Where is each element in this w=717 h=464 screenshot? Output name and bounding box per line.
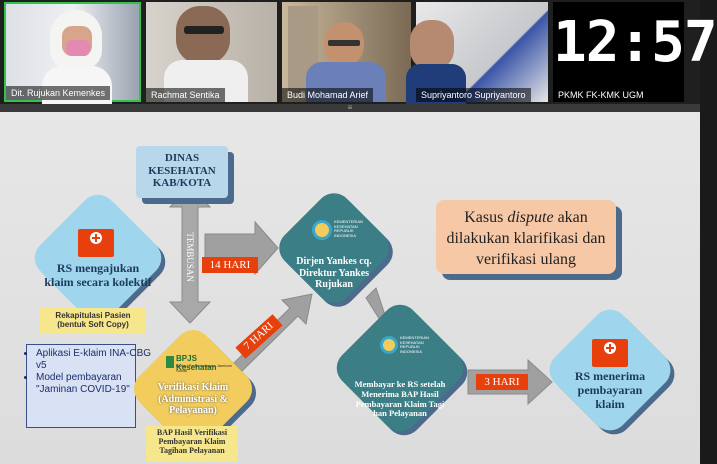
bap-verif-box (146, 426, 238, 462)
shared-slide: DINAS KESEHATAN KAB/KOTA TEMBUSAN RS men… (0, 112, 700, 464)
aplikasi-box (26, 344, 136, 428)
bpjs-logo-icon (166, 356, 174, 368)
participant-tile[interactable]: Supriyantoro Supriyantoro (406, 2, 548, 104)
rs-left-label: RS mengajukan klaim secara kolektif (44, 261, 152, 289)
verifikasi-label: Verifikasi Klaim (Administrasi & Pelayan… (157, 382, 229, 416)
participant-tile[interactable]: Budi Mohamad Arief (282, 2, 411, 102)
drag-handle-icon[interactable]: ≡ (347, 103, 353, 112)
bap-verif-label: BAP Hasil Verifikasi Pembayaran Klaim Ta… (156, 428, 228, 456)
participant-name: PKMK FK-KMK UGM (553, 88, 649, 102)
rekap-label: Rekapitulasi Pasien (bentuk Soft Copy) (55, 311, 131, 330)
participant-name: Budi Mohamad Arief (282, 88, 374, 102)
kemenkes-logo-icon-2 (380, 336, 398, 354)
bpjs-logo: BPJS Kesehatan (176, 354, 217, 373)
membayar-label: Membayar ke RS setelah Menerima BAP Hasi… (354, 379, 446, 419)
participant-name: Supriyantoro Supriyantoro (416, 88, 531, 102)
participant-tile[interactable]: 12:57 PKMK FK-KMK UGM (553, 2, 717, 102)
rekap-box (40, 308, 146, 334)
participant-video (406, 2, 548, 104)
participant-name: Dit. Rujukan Kemenkes (6, 86, 111, 100)
kasus-text-post: akan dilakukan klarifikasi dan verifikas… (446, 209, 606, 268)
kemenkes-logo-2: KEMENTERIAN KESEHATAN REPUBLIK INDONESIA (400, 335, 429, 354)
aplikasi-list: Aplikasi E-klaim INA-CBG v5 Model pembay… (16, 348, 154, 396)
bpjs-sub: Badan Penyelenggara Jaminan Sosial (176, 363, 232, 373)
hospital-icon (78, 229, 114, 257)
days-14-label: 14 HARI (202, 257, 258, 273)
participant-video (146, 2, 277, 102)
resize-divider[interactable] (0, 104, 700, 112)
participant-name: Rachmat Sentika (146, 88, 225, 102)
kasus-label: Kasus dispute akan dilakukan klarifikasi… (440, 208, 612, 270)
aplikasi-item: Aplikasi E-klaim INA-CBG v5 (36, 348, 154, 372)
dinas-box (136, 146, 228, 198)
kasus-text-em: dispute (507, 209, 554, 226)
aplikasi-item: Model pembayaran "Jaminan COVID-19" (36, 372, 154, 396)
hospital-icon-2 (592, 339, 628, 367)
dinas-label: DINAS KESEHATAN KAB/KOTA (148, 152, 216, 190)
kasus-text-pre: Kasus (464, 209, 508, 226)
kemenkes-logo-icon (312, 220, 332, 240)
days-3-label: 3 HARI (476, 374, 528, 390)
kasus-box (436, 200, 616, 274)
clock-display: 12:57 (553, 10, 717, 75)
participant-tile[interactable]: Dit. Rujukan Kemenkes (4, 2, 141, 106)
dirjen-label: Dirjen Yankes cq. Direktur Yankes Rujuka… (296, 256, 372, 290)
rs-right-label: RS menerima pembayaran klaim (574, 369, 646, 411)
video-strip: Dit. Rujukan Kemenkes Rachmat Sentika Bu… (0, 0, 717, 106)
participant-video (282, 2, 411, 102)
participant-tile[interactable]: Rachmat Sentika (146, 2, 277, 102)
tembusan-label: TEMBUSAN (185, 232, 196, 282)
kemenkes-logo: KEMENTERIAN KESEHATAN REPUBLIK INDONESIA (334, 219, 363, 238)
